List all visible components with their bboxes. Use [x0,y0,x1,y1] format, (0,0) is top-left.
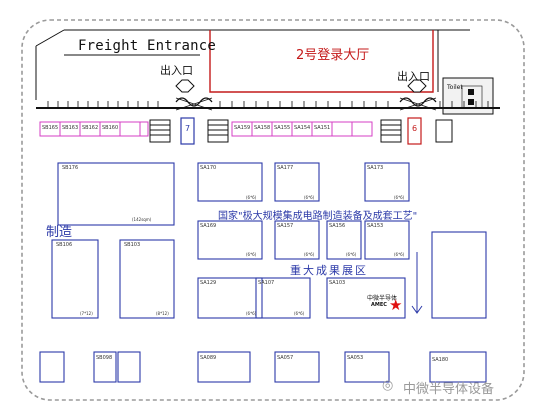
booth-sb176 [57,162,175,226]
wall-ticks [47,101,489,108]
booth-size: (142sqm) [132,217,152,222]
booths [39,162,487,383]
booth-size: (8*12) [156,311,169,316]
manufacturing-label: 制造 [46,225,73,240]
booth-id: SB160 [102,125,119,131]
booth-size: (6*6) [246,311,257,316]
booth-id: SB165 [42,125,59,131]
booth-bottom [344,351,390,383]
booth-size: (6*6) [304,195,315,200]
booth-id: SA169 [200,223,217,229]
amec-en-label: AMEC [371,302,387,308]
gate-left-box [180,117,195,145]
booth-sa129 [197,277,263,319]
booth-bottom [274,351,320,383]
booth-sa157 [274,220,320,260]
booth-id: SA158 [254,125,271,131]
booth-size: (6*6) [394,252,405,257]
booth-size: (6*6) [294,311,305,316]
booth-bottom [39,351,65,383]
booth-id: SA089 [200,355,217,361]
booth-id: SA129 [200,280,217,286]
door-left-label: 出入口 [160,64,193,77]
booth-bottom [117,351,141,383]
zone-sign: 重大成果展区 [290,264,368,277]
booth-sa173 [364,162,410,202]
booth-bottom [197,351,251,383]
booth-id: SB162 [82,125,99,131]
hall-label: 2号登录大厅 [296,48,370,63]
wechat-icon: ◎ [382,378,394,393]
booth-big-right [431,231,487,319]
booth-id: SB176 [62,165,79,171]
star-icon: ★ [389,296,403,314]
booth-size: (6*6) [304,252,315,257]
booth-id: SA155 [274,125,291,131]
toilet-label: Toilet [447,84,463,91]
gate-right-box [407,117,422,145]
booth-id: SA180 [432,357,449,363]
booth-sa153 [364,220,410,260]
booth-sb106 [51,239,99,319]
booth-id: SA107 [258,280,275,286]
booth-size: (6*6) [346,252,357,257]
booth-id: SA154 [294,125,311,131]
booth-id: SA157 [277,223,294,229]
freight-entrance-label: Freight Entrance [78,38,217,54]
booth-id: SB103 [124,242,141,248]
hall-outline [209,30,434,93]
door-right-icon [399,79,437,111]
booth-sa177 [274,162,320,202]
booth-id: SA173 [367,165,384,171]
booth-size: (6*6) [394,195,405,200]
stair-icon [149,119,453,143]
door-right-label: 出入口 [397,70,430,83]
gate-left-number: 7 [185,124,191,133]
booth-bottom [429,351,487,383]
booth-id: SB163 [62,125,79,131]
booth-id: SA153 [367,223,384,229]
booth-sa103 [326,277,406,319]
booth-id: SB106 [56,242,73,248]
main-sign: 国家"极大规模集成电路制造装备及成套工艺" [218,211,418,222]
booth-size: (6*6) [246,252,257,257]
door-left-icon [175,79,213,111]
booth-sa169 [197,220,263,260]
top-row-left [39,121,149,137]
booth-size: (6*6) [246,195,257,200]
top-row-right [231,121,373,137]
gate-right-number: 6 [412,124,418,133]
booth-sb103 [119,239,175,319]
plan-border [21,19,525,401]
booth-sa107 [255,277,311,319]
booth-id: SA057 [277,355,294,361]
booth-id: SA170 [200,165,217,171]
booth-size: (7*12) [80,311,93,316]
booth-id: SA159 [234,125,251,131]
booth-id: SA151 [314,125,331,131]
booth-sa170 [197,162,263,202]
booth-id: SA103 [329,280,346,286]
booth-bottom [93,351,117,383]
top-wall [35,29,65,47]
booth-id: SA156 [329,223,346,229]
booth-id: SA053 [347,355,364,361]
watermark-label: 中微半导体设备 [403,382,495,397]
booth-id: SA177 [277,165,294,171]
booth-sa156 [326,220,362,260]
amec-cn-label: 中微半导体 [367,295,398,302]
booth-id: SB098 [96,355,113,361]
